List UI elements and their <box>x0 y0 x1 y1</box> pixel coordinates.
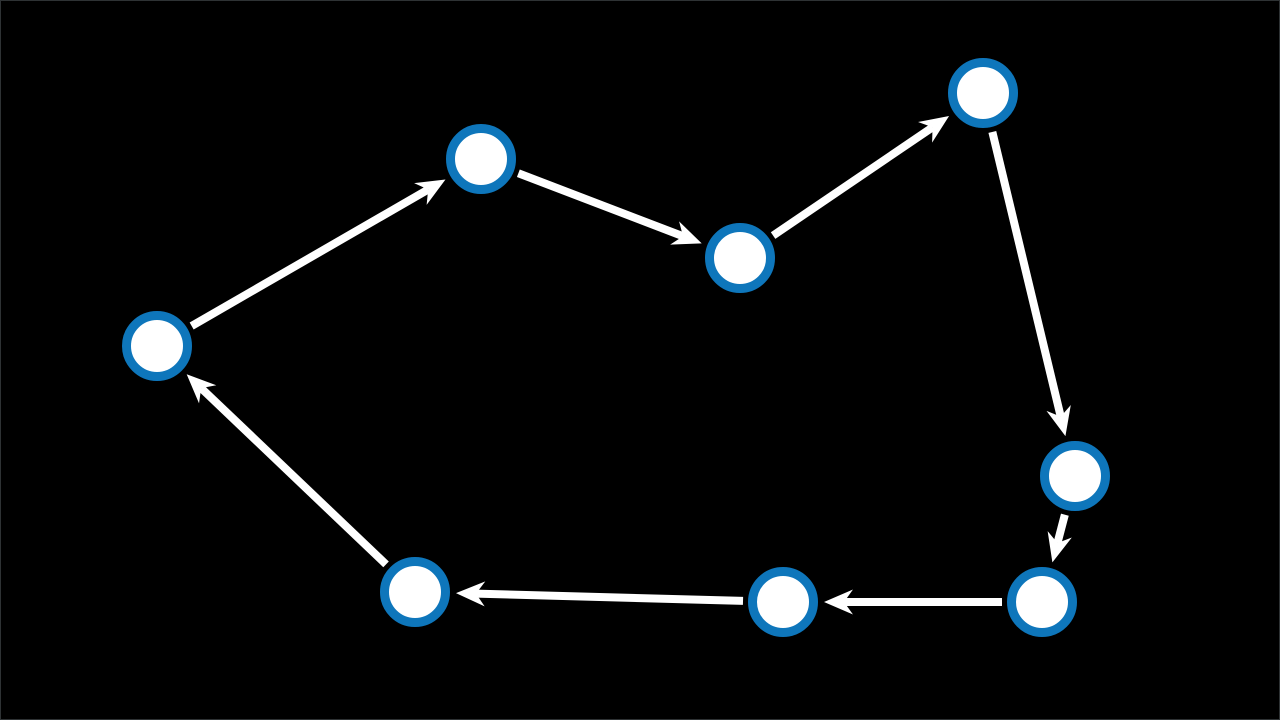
graph-node-bottom-left <box>380 557 450 627</box>
arrow-shaft <box>988 130 1065 418</box>
arrowhead-icon <box>186 374 217 404</box>
arrowhead-icon <box>670 221 702 245</box>
arrow-shaft <box>189 186 431 330</box>
graph-node-top-right <box>948 58 1018 128</box>
arrow-n1-n2 <box>189 179 446 330</box>
graph-node-upper-left <box>446 124 516 194</box>
arrow-n7-n8 <box>455 581 744 607</box>
graph-node-middle <box>705 223 775 293</box>
arrow-n8-n1 <box>186 374 389 568</box>
arrow-shaft <box>198 385 389 568</box>
arrowhead-icon <box>918 116 950 143</box>
graph-node-left <box>122 311 192 381</box>
arrow-n4-n5 <box>988 130 1071 437</box>
arrowhead-icon <box>824 589 853 615</box>
arrowhead-icon <box>1046 405 1071 437</box>
arrow-shaft <box>516 169 685 240</box>
arrowhead-icon <box>1047 531 1072 563</box>
arrow-shaft <box>475 589 744 605</box>
arrowhead-icon <box>414 179 446 205</box>
graph-node-bottom-middle <box>748 567 818 637</box>
arrow-n3-n4 <box>770 116 950 239</box>
graph-node-right <box>1040 441 1110 511</box>
arrow-n6-n7 <box>824 589 1002 615</box>
arrow-n2-n3 <box>516 169 702 245</box>
arrow-shaft <box>1053 513 1069 545</box>
arrowhead-icon <box>455 581 486 607</box>
arrow-n5-n6 <box>1047 513 1072 563</box>
nodes-layer <box>122 58 1110 637</box>
graph-node-bottom-right <box>1007 567 1077 637</box>
arrow-shaft <box>770 123 935 239</box>
edges-layer <box>186 116 1072 615</box>
